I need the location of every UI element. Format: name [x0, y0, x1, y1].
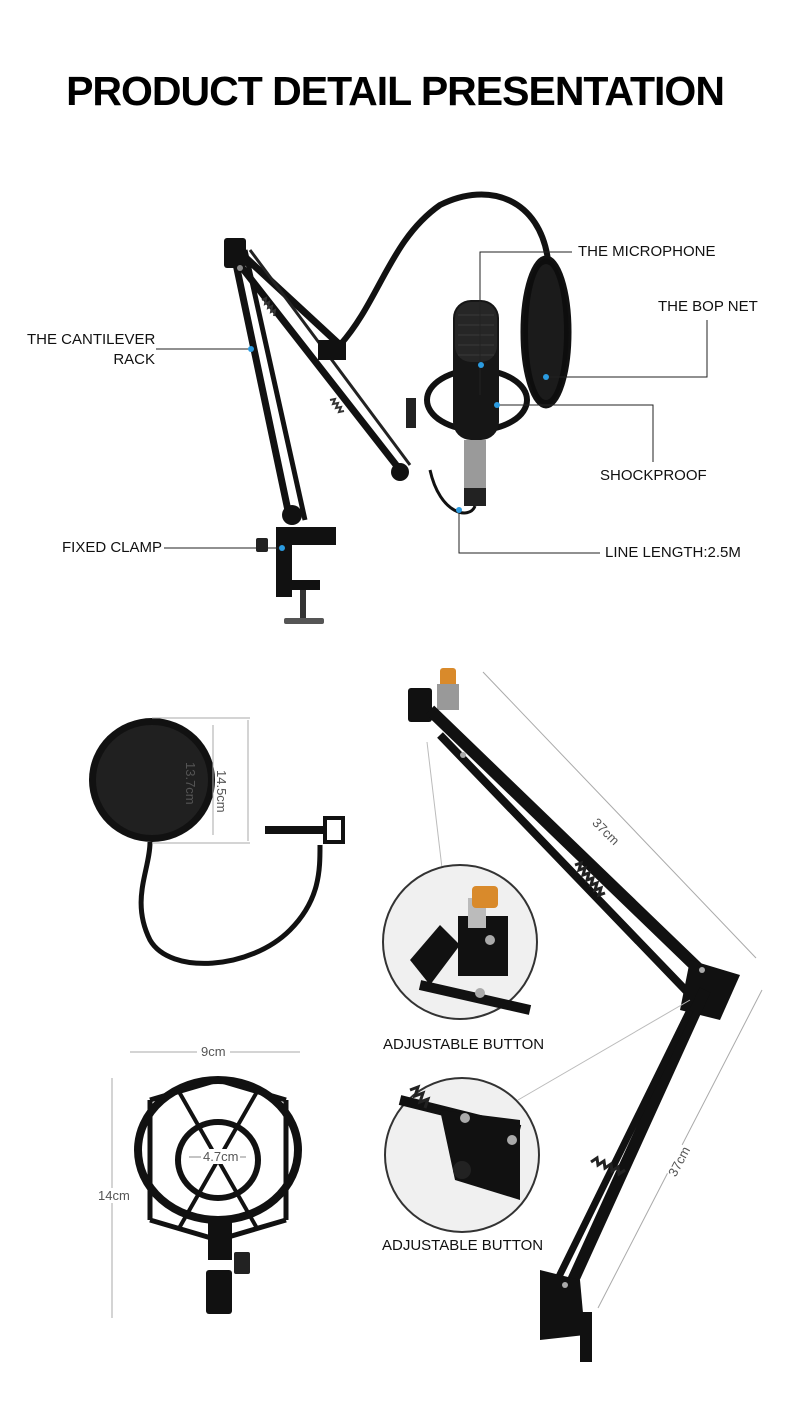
- callout-shockproof: SHOCKPROOF: [600, 467, 707, 484]
- callout-leaders: [156, 251, 708, 554]
- arm-detail: [408, 668, 763, 1362]
- pop-filter-detail: [89, 717, 345, 966]
- callout-fixed-clamp: FIXED CLAMP: [62, 539, 163, 556]
- pop-filter-outer-dim: 14.5cm: [214, 770, 229, 813]
- callout-microphone: THE MICROPHONE: [578, 243, 716, 260]
- adjustable-button-inset-bottom: [384, 1077, 540, 1233]
- callout-cantilever-line2: RACK: [113, 351, 155, 368]
- adjustable-button-inset-top: [382, 864, 538, 1020]
- callout-cantilever-line1: THE CANTILEVER: [27, 331, 156, 348]
- callout-line-length: LINE LENGTH:2.5M: [605, 544, 741, 561]
- callout-dots: [248, 346, 549, 551]
- shock-mount-width-dim: 9cm: [197, 1044, 230, 1059]
- adjustable-button-label-top: ADJUSTABLE BUTTON: [383, 1036, 545, 1053]
- shock-mount-inner-dim: 4.7cm: [201, 1149, 241, 1164]
- adjustable-button-label-bottom: ADJUSTABLE BUTTON: [382, 1237, 544, 1254]
- page-title: PRODUCT DETAIL PRESENTATION: [66, 68, 725, 114]
- callout-bop-net: THE BOP NET: [658, 298, 758, 315]
- pop-filter-inner-dim: 13.7cm: [183, 762, 198, 805]
- boom-arm-kit: [224, 191, 572, 624]
- shock-mount-height-dim: 14cm: [98, 1188, 130, 1203]
- shock-mount-detail: [111, 1051, 302, 1318]
